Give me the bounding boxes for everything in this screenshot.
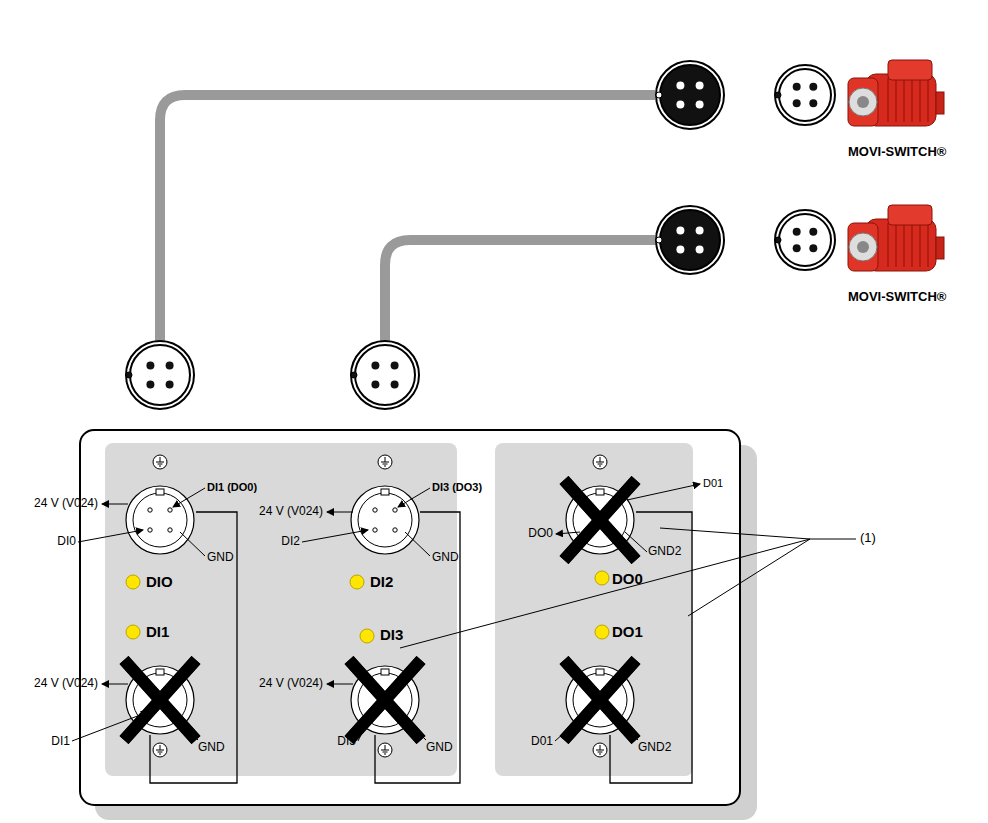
cross-mark xyxy=(564,480,636,560)
cable-connector xyxy=(775,210,835,270)
pin-label: D01 xyxy=(703,477,723,489)
ground-symbol xyxy=(153,455,167,469)
cross-mark xyxy=(564,480,636,560)
cable-connector xyxy=(351,341,419,409)
product-name: MOVI-SWITCH® xyxy=(848,290,946,304)
m12-sockets xyxy=(124,61,835,757)
pin-label: D01 xyxy=(531,735,553,748)
pin-label: DI3 xyxy=(337,735,356,748)
cross-mark xyxy=(124,660,196,740)
movi-switch-motor xyxy=(848,60,944,126)
callout-leaders xyxy=(400,528,856,648)
motor-illustrations xyxy=(848,60,944,271)
ground-symbol xyxy=(153,743,167,757)
ground-symbol xyxy=(378,455,392,469)
cross-mark xyxy=(564,660,636,740)
m12-socket xyxy=(126,455,194,554)
pin-label: GND2 xyxy=(648,545,681,558)
output-panel xyxy=(495,443,693,776)
cable-connector xyxy=(656,206,724,274)
led-label: DI3 xyxy=(380,627,403,644)
ground-symbol xyxy=(593,455,607,469)
callout-number: (1) xyxy=(860,531,876,545)
cross-mark xyxy=(124,660,196,740)
pin-label: DI3 (DO3) xyxy=(432,481,482,493)
cable xyxy=(160,95,655,345)
status-led xyxy=(595,571,609,585)
cross-mark xyxy=(564,660,636,740)
pin-label: GND xyxy=(198,741,225,754)
pin-label: 24 V (V024) xyxy=(34,497,98,510)
status-led xyxy=(126,575,140,589)
m12-socket xyxy=(564,455,636,560)
status-led xyxy=(360,629,374,643)
cross-mark xyxy=(564,660,636,740)
cross-mark xyxy=(564,660,636,740)
pin-label: GND xyxy=(426,741,453,754)
led-label: DIO xyxy=(146,574,173,591)
cross-mark xyxy=(564,480,636,560)
cross-mark xyxy=(124,660,196,740)
pin-label: 24 V (V024) xyxy=(259,505,323,518)
led-label: DO0 xyxy=(612,571,643,588)
m12-socket xyxy=(564,660,636,757)
pin-label: DO0 xyxy=(528,527,553,540)
product-name: MOVI-SWITCH® xyxy=(848,145,946,159)
module-housing xyxy=(80,430,740,805)
cross-mark xyxy=(349,660,421,740)
m12-socket xyxy=(351,455,419,554)
cross-mark xyxy=(564,480,636,560)
input-panel xyxy=(105,443,457,776)
status-led xyxy=(350,575,364,589)
pin-label: DI2 xyxy=(281,535,300,548)
pin-label: GND xyxy=(207,551,234,564)
status-led xyxy=(595,625,609,639)
leader-lines xyxy=(72,484,700,741)
status-led xyxy=(126,625,140,639)
cable xyxy=(385,240,655,345)
pin-label: 24 V (V024) xyxy=(259,677,323,690)
cable-connector xyxy=(126,341,194,409)
cross-mark xyxy=(349,660,421,740)
ground-symbol xyxy=(378,743,392,757)
pin-label: DI1 xyxy=(51,735,70,748)
pin-label: DI1 (DO0) xyxy=(207,481,257,493)
movi-switch-motor xyxy=(848,205,944,271)
led-label: DO1 xyxy=(612,624,643,641)
cable-connector xyxy=(656,61,724,129)
pin-label: DI0 xyxy=(57,535,76,548)
ground-symbol xyxy=(593,743,607,757)
pin-label: 24 V (V024) xyxy=(34,677,98,690)
m12-socket xyxy=(349,660,421,757)
led-label: DI1 xyxy=(146,624,169,641)
cross-mark xyxy=(124,660,196,740)
pin-label: GND2 xyxy=(638,741,671,754)
led-label: DI2 xyxy=(370,574,393,591)
cross-mark xyxy=(349,660,421,740)
pin-label: GND xyxy=(432,551,459,564)
m12-socket xyxy=(124,660,196,757)
cross-mark xyxy=(349,660,421,740)
cable-connector xyxy=(775,65,835,125)
